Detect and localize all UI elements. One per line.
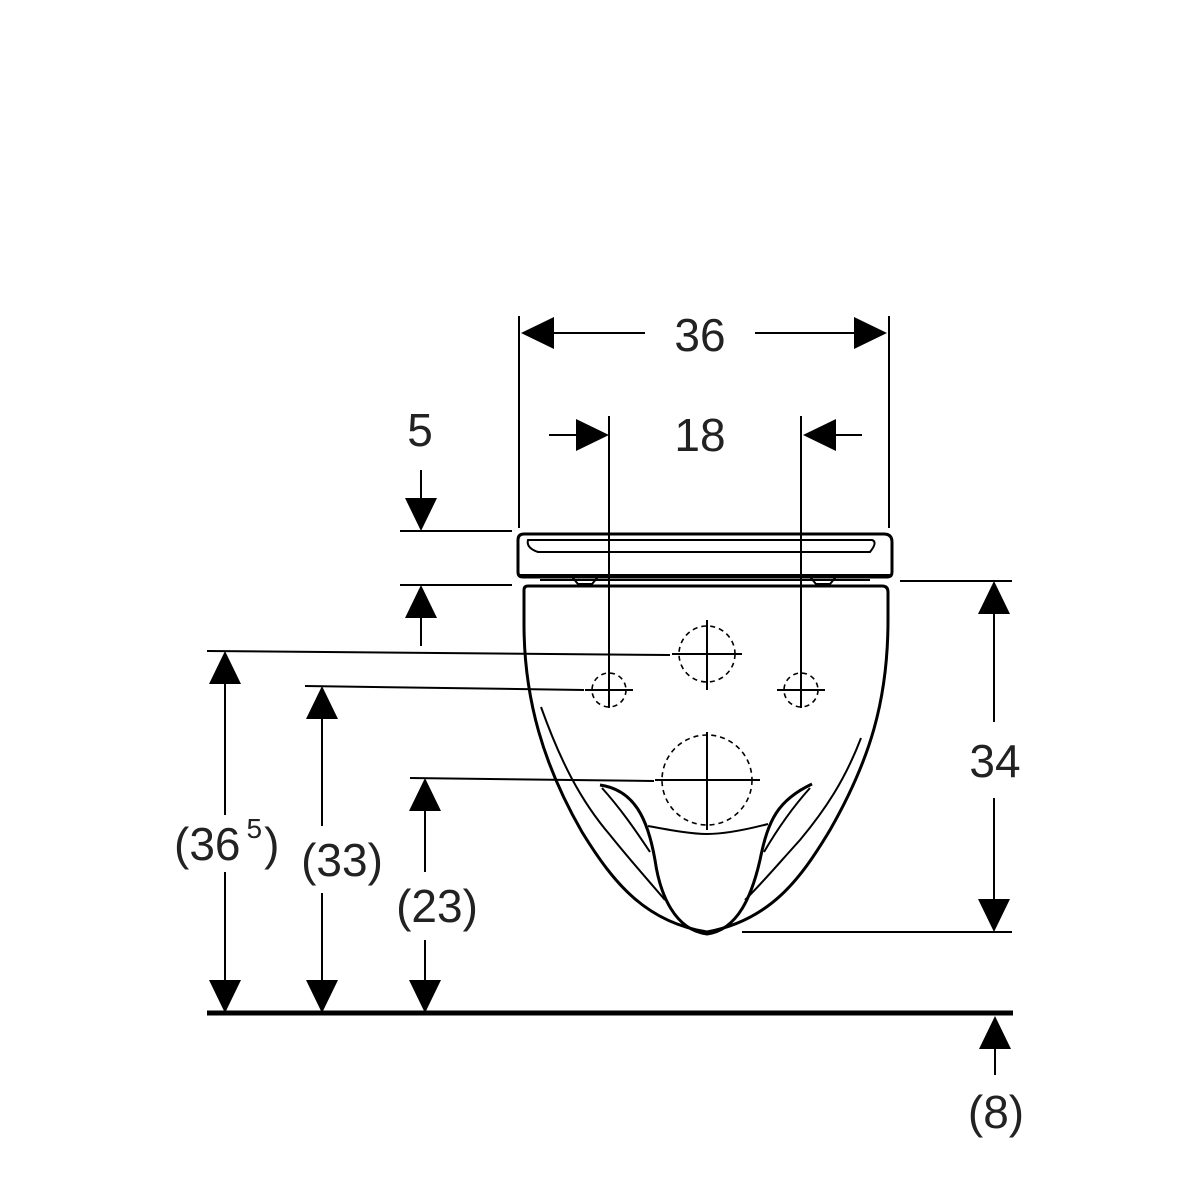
label-spacing-18: 18 [674, 409, 725, 461]
toilet-bowl [522, 584, 890, 936]
dimension-bowl-height: 34 [742, 580, 1021, 933]
label-height-33: (33) [301, 834, 383, 886]
toilet-seat [516, 532, 894, 585]
dimension-floor-offset: (8) [968, 1016, 1024, 1138]
dimension-overall-width: 36 [518, 309, 890, 528]
dimension-hole-spacing: 18 [549, 409, 862, 708]
label-height-23: (23) [396, 880, 478, 932]
dimension-height-fixing: (33) [301, 686, 383, 1013]
leader-lines [206, 650, 671, 782]
dimension-seat-thickness: 5 [400, 404, 512, 646]
rear-connection-holes [585, 620, 825, 830]
label-thickness-5: 5 [407, 404, 433, 456]
dimension-height-outlet: (23) [396, 778, 478, 1013]
label-height-34: 34 [969, 735, 1020, 787]
label-width-36: 36 [674, 309, 725, 361]
label-offset-8: (8) [968, 1086, 1024, 1138]
